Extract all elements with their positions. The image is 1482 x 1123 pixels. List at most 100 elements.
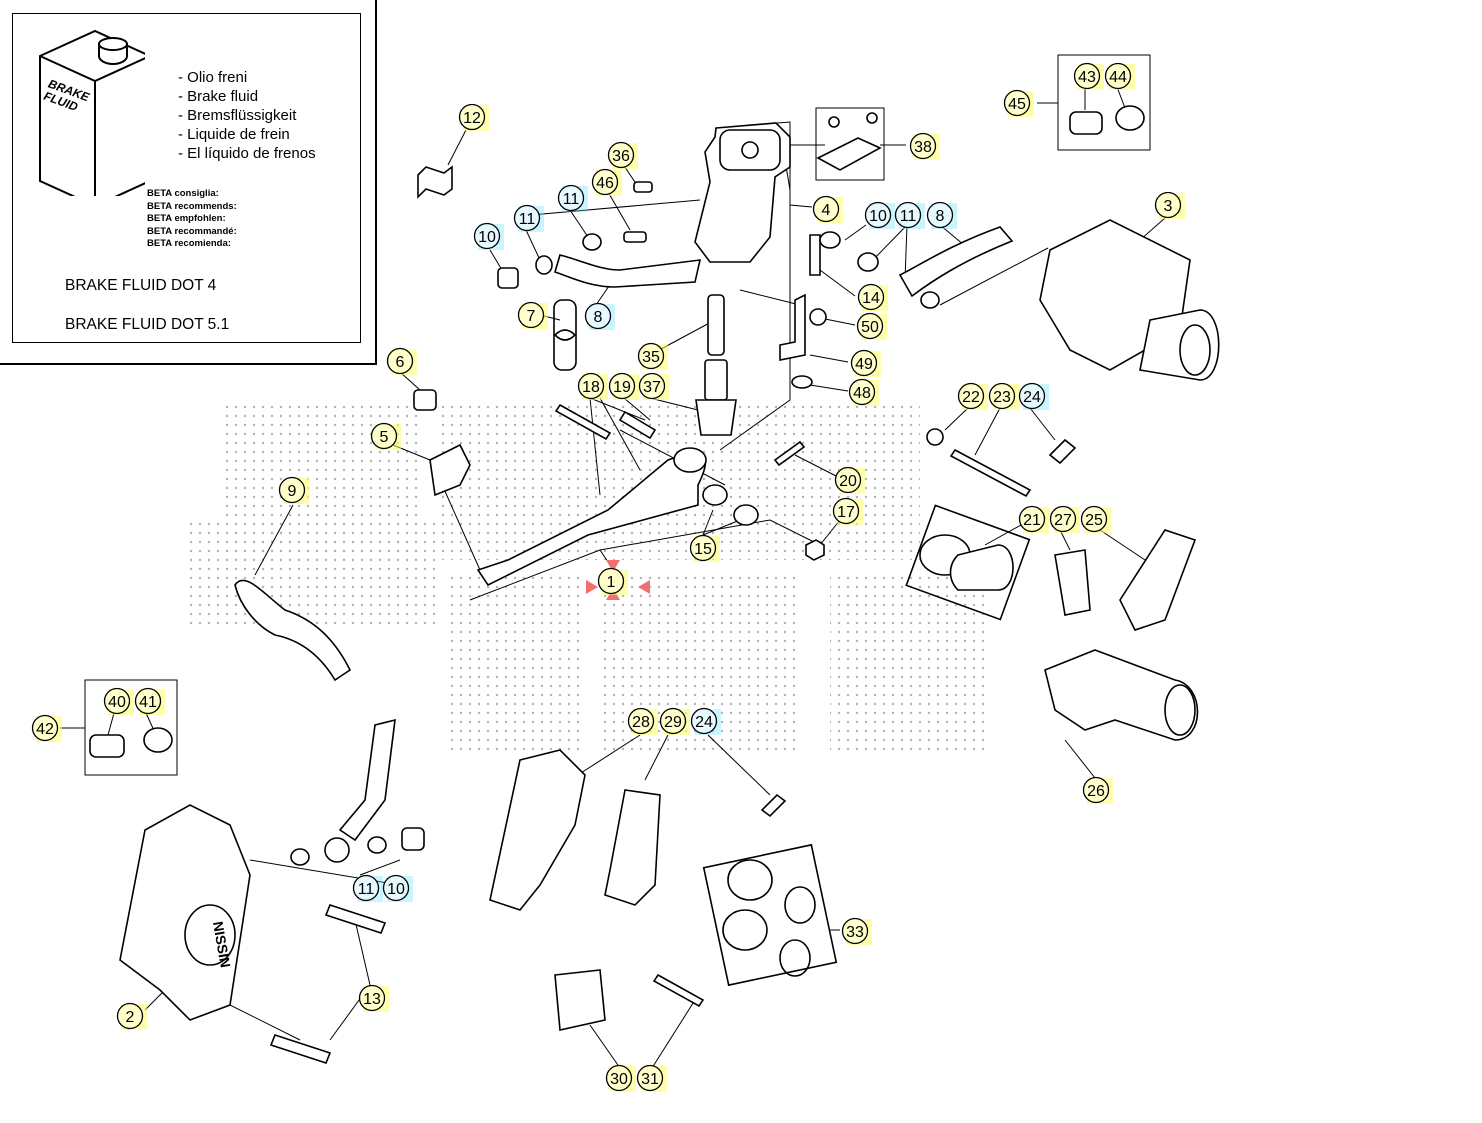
callout-c23: 23 (988, 382, 1019, 410)
callout-circle (31, 714, 59, 742)
callout-circle (1003, 89, 1031, 117)
callout-number: 27 (1054, 512, 1072, 529)
callout-number: 24 (1023, 389, 1041, 406)
callout-circle (513, 204, 541, 232)
callout-c13: 13 (358, 984, 389, 1012)
part-17-nut (805, 539, 825, 561)
callout-circle (637, 342, 665, 370)
part-hose-banjo (324, 837, 350, 863)
callout-number: 5 (380, 429, 389, 446)
callout-number: 4 (822, 202, 831, 219)
callout-c24b: 24 (690, 707, 721, 735)
part-33-piston (727, 859, 773, 901)
callout-c17: 17 (832, 497, 863, 525)
part-44-cap (1115, 105, 1145, 131)
callout-c38: 38 (909, 132, 940, 160)
callout-number: 29 (664, 714, 682, 731)
callout-circle (659, 707, 687, 735)
callout-number: 33 (846, 924, 864, 941)
part-8-hose (554, 254, 702, 288)
callout-number: 14 (862, 290, 880, 307)
callout-circle (116, 1002, 144, 1030)
callout-number: 11 (358, 881, 375, 898)
brake-fluid-can-icon (39, 29, 145, 196)
part-11-washer (535, 255, 553, 275)
brake-fluid-legend: BRAKE FLUID - Olio freni - Brake fluid -… (0, 0, 377, 365)
callout-circle (1154, 191, 1182, 219)
recommends-en: BETA recommends: (147, 200, 237, 212)
callout-circle (690, 707, 718, 735)
part-11-washer-d (290, 848, 310, 866)
callout-circle (386, 347, 414, 375)
callout-c10a: 10 (473, 222, 504, 250)
part-49-lever (779, 293, 806, 361)
callout-circle (689, 534, 717, 562)
lang-fr: - Liquide de frein (178, 126, 290, 143)
callout-circle (988, 382, 1016, 410)
callout-c31: 31 (636, 1064, 667, 1092)
part-26-caliper-bracket (1044, 649, 1199, 741)
callout-circle (1082, 776, 1110, 804)
callout-number: 45 (1008, 96, 1026, 113)
callout-c1: 1 (597, 567, 628, 595)
callout-circle (1018, 505, 1046, 533)
callout-number: 24 (695, 714, 713, 731)
part-48-nut (791, 375, 813, 389)
callout-circle (278, 476, 306, 504)
part-41-cap (143, 727, 173, 753)
part-8-hose-b (898, 226, 1014, 298)
callout-circle (1080, 505, 1108, 533)
part-10-bolt-b (857, 252, 879, 272)
callout-number: 1 (607, 574, 616, 591)
part-35-pushrod (707, 294, 725, 356)
callout-number: 43 (1078, 69, 1096, 86)
callout-number: 31 (641, 1071, 659, 1088)
fluid-dot4: BRAKE FLUID DOT 4 (65, 277, 217, 294)
callout-c46: 46 (591, 168, 622, 196)
part-2-front-caliper (119, 804, 251, 1021)
group-boxes (84, 54, 1151, 776)
part-10-bolt-c (401, 827, 425, 851)
callout-circle (358, 984, 386, 1012)
callout-c11d: 11 (352, 874, 383, 902)
callout-number: 10 (478, 229, 496, 246)
callout-c8a: 8 (584, 302, 615, 330)
callout-circle (103, 687, 131, 715)
callout-number: 11 (563, 191, 580, 208)
callout-number: 18 (582, 379, 600, 396)
part-25-brake-pads (1119, 529, 1197, 631)
callout-c27: 27 (1049, 505, 1080, 533)
callout-number: 11 (519, 211, 536, 228)
part-36-screw (633, 181, 653, 193)
part-33-seal-b (779, 939, 811, 977)
callout-c36: 36 (607, 141, 638, 169)
callout-circle (926, 201, 954, 229)
callout-c35: 35 (637, 342, 668, 370)
callout-circle (1104, 62, 1132, 90)
callout-circle (577, 372, 605, 400)
callout-number: 40 (108, 694, 126, 711)
part-33-piston-b (722, 909, 768, 951)
callout-circle (370, 422, 398, 450)
callout-number: 28 (632, 714, 650, 731)
callout-number: 8 (936, 208, 945, 225)
caliper-brand-text: NISSIN (210, 920, 234, 969)
callout-circle (584, 302, 612, 330)
callout-c20: 20 (834, 466, 865, 494)
callout-c42: 42 (31, 714, 62, 742)
callout-number: 21 (1023, 512, 1041, 529)
callout-circle (1018, 382, 1046, 410)
part-19-pin (618, 410, 657, 440)
part-9-hose (234, 579, 352, 682)
recommends-fr: BETA recommandé: (147, 225, 237, 237)
callout-number: 50 (861, 319, 879, 336)
callout-number: 11 (900, 208, 917, 225)
part-30-pad-spring (554, 969, 606, 1031)
callout-number: 20 (839, 473, 857, 490)
callout-c9: 9 (278, 476, 309, 504)
callout-c12: 12 (458, 103, 489, 131)
callout-c26: 26 (1082, 776, 1113, 804)
part-29-brake-pads (604, 789, 661, 906)
callout-circle (850, 349, 878, 377)
